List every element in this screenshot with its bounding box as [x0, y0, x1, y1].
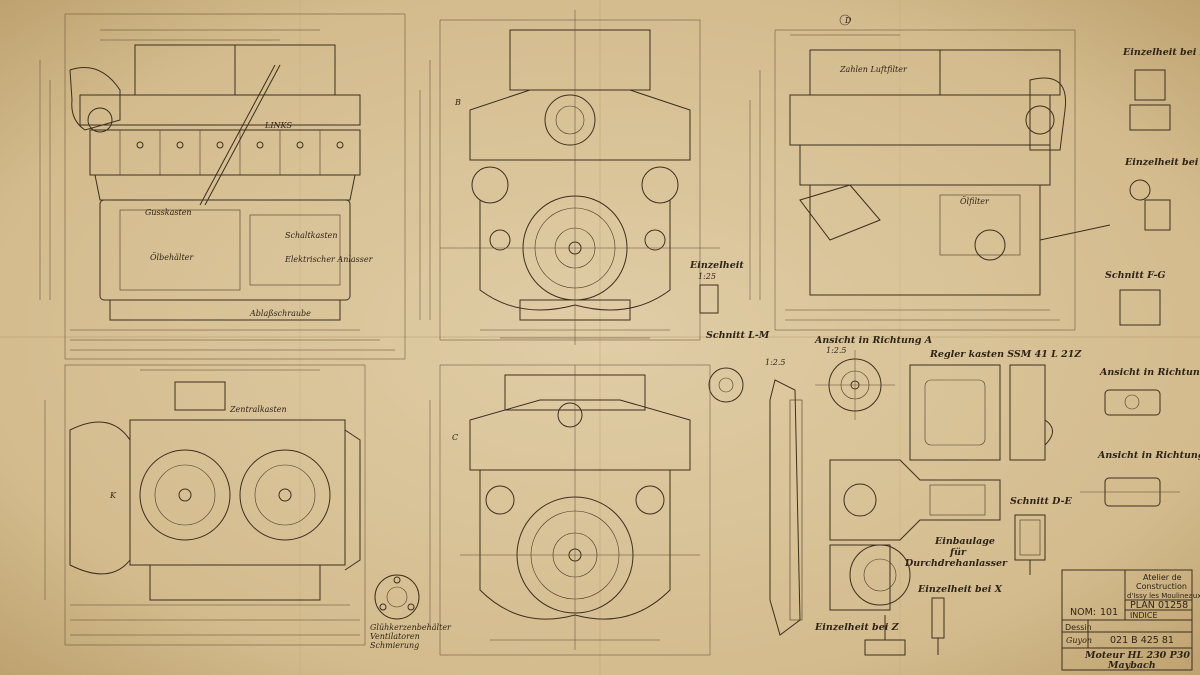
svg-text:Einzelheit bei K: Einzelheit bei K — [1122, 47, 1200, 58]
title-drafter: Guyon — [1066, 636, 1092, 645]
svg-text:Schnitt D-E: Schnitt D-E — [1010, 496, 1073, 507]
svg-text:Schaltkasten: Schaltkasten — [285, 231, 337, 240]
detail-einzelheit-lm: Einzelheit 1:25 Schnitt L-M — [689, 260, 770, 403]
view-einbaulage: Einbaulage für Durchdrehanlasser — [904, 536, 1008, 569]
view-flywheel-section: 1:2.5 — [765, 358, 803, 636]
view-schnitt-de: Schnitt D-E — [1010, 496, 1073, 575]
svg-text:Ventilatoren: Ventilatoren — [370, 632, 420, 641]
view-ansicht-b-c: Ansicht in Richtung B Ansicht in Richtun… — [1080, 367, 1200, 507]
svg-text:Ansicht in Richtung A: Ansicht in Richtung A — [814, 335, 932, 346]
svg-text:Ansicht in Richtung B: Ansicht in Richtung B — [1099, 367, 1200, 378]
view-rear-bottom: C — [429, 364, 711, 656]
title-dessin-label: Dessin — [1065, 623, 1092, 632]
svg-text:D: D — [844, 16, 852, 25]
svg-text:1:2.5: 1:2.5 — [826, 346, 847, 355]
title-maker: Maybach — [1107, 660, 1156, 671]
svg-text:B: B — [454, 98, 461, 107]
title-drawing-number: 021 B 425 81 — [1110, 635, 1174, 646]
svg-text:Einbaulage: Einbaulage — [934, 536, 995, 547]
svg-text:Zahlen Luftfilter: Zahlen Luftfilter — [839, 65, 908, 74]
view-einzelheit-x: Einzelheit bei X — [917, 584, 1003, 655]
svg-text:Einzelheit bei Z: Einzelheit bei Z — [814, 622, 900, 633]
svg-text:C: C — [452, 433, 458, 442]
view-einzelheit-z: Einzelheit bei Z — [814, 615, 906, 656]
title-block: Atelier de Construction d'Issy les Mouli… — [1061, 569, 1200, 671]
svg-text:Gusskasten: Gusskasten — [145, 208, 192, 217]
svg-text:Schnitt F-G: Schnitt F-G — [1105, 270, 1166, 281]
view-mechanism-middle — [829, 459, 1001, 611]
svg-text:Regler kasten SSM 41 L 21Z: Regler kasten SSM 41 L 21Z — [929, 349, 1082, 360]
view-top-left-elevation: Gusskasten Ölbehälter Schaltkasten Elekt… — [39, 13, 406, 360]
svg-text:1:2.5: 1:2.5 — [765, 358, 786, 367]
svg-text:Durchdrehanlasser: Durchdrehanlasser — [904, 558, 1008, 569]
svg-text:Einzelheit bei N: Einzelheit bei N — [1124, 157, 1200, 168]
view-regler-kasten: Regler kasten SSM 41 L 21Z — [909, 349, 1082, 461]
svg-text:Glühkerzenbehälter: Glühkerzenbehälter — [370, 623, 452, 632]
title-nom-label: NOM: — [1070, 607, 1096, 618]
title-motor: Moteur HL 230 P30 — [1084, 650, 1190, 661]
svg-text:Zentralkasten: Zentralkasten — [229, 405, 287, 414]
title-atelier-3: d'Issy les Moulineaux — [1127, 592, 1200, 600]
view-ansicht-a: Ansicht in Richtung A 1:2.5 — [814, 335, 932, 420]
title-indice: INDICE — [1130, 611, 1158, 620]
view-side-top: Zahlen Luftfilter Ölfilter D — [749, 14, 1111, 331]
svg-text:Ablaßschraube: Ablaßschraube — [249, 309, 311, 318]
title-atelier-1: Atelier de — [1143, 573, 1182, 582]
svg-text:für: für — [949, 547, 967, 558]
svg-text:Ansicht in Richtung C: Ansicht in Richtung C — [1097, 450, 1200, 461]
svg-text:LINKS: LINKS — [264, 121, 292, 130]
view-bottom-left-plan: K Zentralkasten Glühkerzenbehälter Venti… — [44, 364, 452, 650]
svg-text:Schmierung: Schmierung — [370, 641, 419, 650]
title-plan-label: PLAN — [1130, 600, 1155, 611]
svg-text:1:25: 1:25 — [698, 272, 716, 281]
svg-text:Einzelheit: Einzelheit — [689, 260, 744, 271]
title-nom-value: 101 — [1100, 607, 1118, 618]
title-plan-number: 01258 — [1158, 600, 1188, 611]
title-atelier-2: Construction — [1136, 582, 1187, 591]
svg-text:Einzelheit bei X: Einzelheit bei X — [917, 584, 1003, 595]
detail-column-top-right: Einzelheit bei K Einzelheit bei N Schnit… — [1105, 47, 1200, 326]
svg-text:Elektrischer Anlasser: Elektrischer Anlasser — [284, 255, 374, 264]
view-front-top: B — [419, 10, 720, 345]
bottom-left-fan-detail: Glühkerzenbehälter Ventilatoren Schmieru… — [370, 574, 452, 650]
svg-text:Schnitt L-M: Schnitt L-M — [706, 330, 770, 341]
svg-text:Ölbehälter: Ölbehälter — [150, 253, 194, 262]
svg-text:Ölfilter: Ölfilter — [960, 197, 990, 206]
svg-text:K: K — [109, 491, 117, 500]
